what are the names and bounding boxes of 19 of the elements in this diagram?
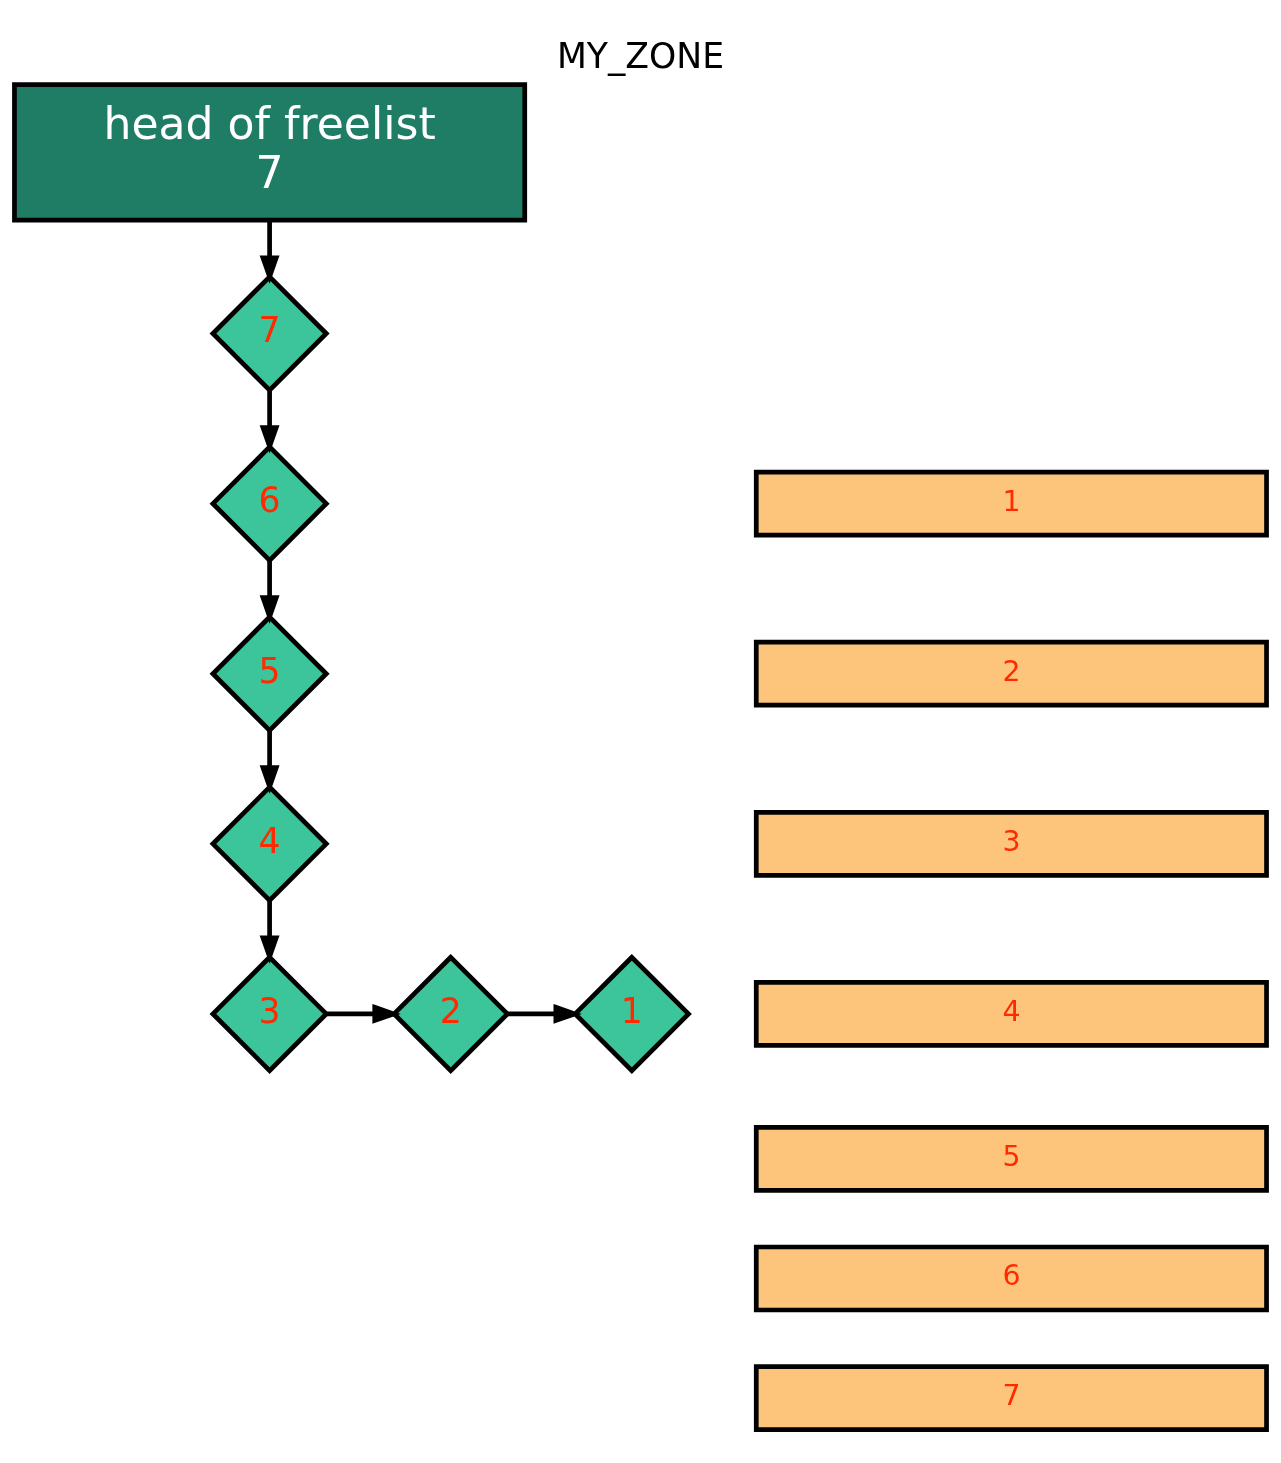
node-diamond: 7	[209, 273, 330, 394]
node-box: 6	[753, 1244, 1269, 1312]
arrow	[259, 219, 280, 284]
arrow	[259, 389, 280, 454]
node-box: 7	[753, 1363, 1269, 1432]
node-box: 5	[753, 1124, 1269, 1193]
node-box: 4	[753, 979, 1269, 1048]
diagram-title: MY_ZONE	[556, 35, 725, 76]
node-diamond: 6	[209, 443, 330, 564]
arrow	[259, 900, 280, 964]
arrow	[508, 1003, 582, 1024]
node-box: head of freelist 7	[12, 81, 528, 222]
node-box: 2	[753, 639, 1269, 708]
node-box: 3	[753, 809, 1269, 878]
arrow	[259, 559, 280, 624]
node-diamond: 2	[390, 953, 511, 1074]
arrow	[259, 729, 280, 794]
node-box: 1	[753, 469, 1269, 537]
arrow	[326, 1003, 401, 1024]
